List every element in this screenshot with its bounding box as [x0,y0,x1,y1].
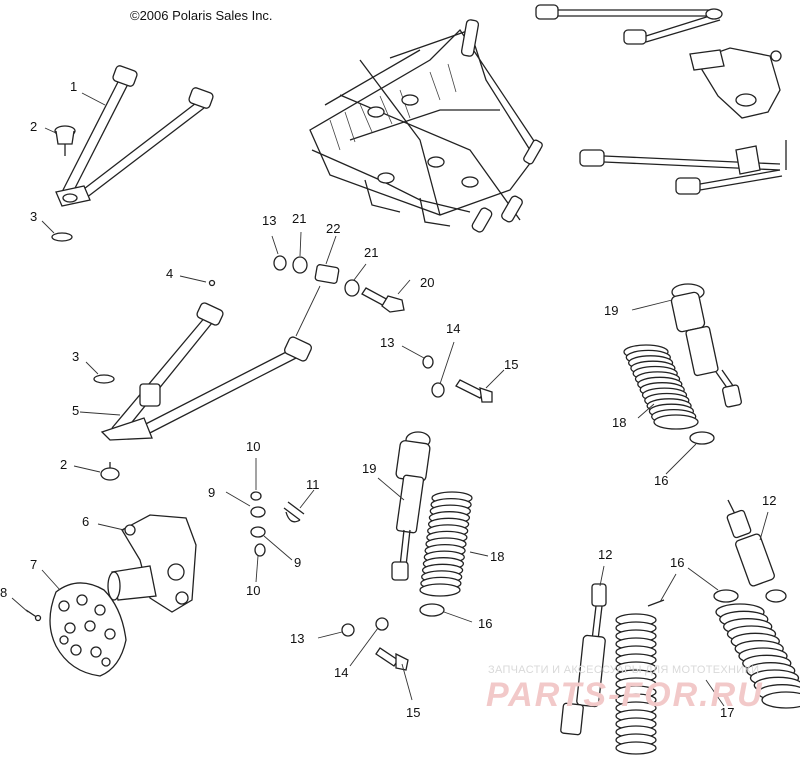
copyright-text: ©2006 Polaris Sales Inc. [130,8,273,23]
front-shock-absorber [391,431,431,581]
callout-15: 15 [504,357,519,372]
rear-coil-spring-right [715,603,800,709]
watermark-caption: ЗАПЧАСТИ И АКСЕССУАРЫ ДЛЯ МОТОТЕХНИКИ [488,664,760,676]
callout-12: 12 [762,493,777,508]
callout-21: 21 [292,211,307,226]
upper-a-arm [55,65,214,207]
spindle-knuckle [107,514,197,613]
spring-retainer-clip [647,599,665,607]
bushing-13c [341,623,355,637]
callout-16c: 16 [670,555,685,570]
callout-10: 10 [246,439,261,454]
frame-assembly [309,19,543,233]
callout-13c: 13 [290,631,305,646]
spring-coil [419,583,461,597]
spring-seat-16b [689,431,715,445]
rear-lower-arm [579,140,787,195]
callout-17: 17 [720,705,735,720]
callout-14b: 14 [334,665,349,680]
callout-11: 11 [306,477,320,492]
callout-15b: 15 [406,705,421,720]
callout-21b: 21 [364,245,379,260]
rear-coil-spring-upper [623,344,699,430]
rear-coil-spring-lower [615,613,657,755]
callout-14: 14 [446,321,461,336]
bolt-15b [375,647,409,671]
watermark-logo: PARTS-FOR.RU [486,676,764,714]
callout-7: 7 [30,557,38,572]
grease-fitting [208,279,216,287]
callout-18b: 18 [612,415,627,430]
spring-seat-16a [419,603,445,617]
callout-22: 22 [326,221,341,236]
retaining-ring-upper [51,232,73,242]
callout-10b: 10 [246,583,261,598]
callout-9: 9 [208,485,216,500]
spring-coil [615,741,657,755]
callout-6: 6 [82,514,90,529]
callout-19: 19 [362,461,377,476]
bolt-15a [455,379,493,403]
rear-knuckle [689,47,782,119]
rear-shock-absorber-right [726,499,787,603]
callout-2b: 2 [60,457,68,472]
rear-shock-absorber-center [560,583,607,736]
callout-3: 3 [30,209,38,224]
callout-2: 2 [30,119,38,134]
sleeve-14b [375,617,389,631]
lower-a-arm [100,302,313,441]
callout-16b: 16 [654,473,669,488]
hardware-group [250,491,305,557]
leader-lines [11,92,769,707]
sleeve-14a [431,382,445,398]
ball-joint-upper [54,125,76,156]
callout-13b: 13 [380,335,395,350]
callout-9b: 9 [294,555,302,570]
rear-shock-absorber-upper [670,283,742,408]
ball-joint-lower [100,462,120,481]
callout-8: 8 [0,585,8,600]
pivot-bushing-stack [273,255,405,313]
callout-5: 5 [72,403,80,418]
bushing-13b [422,355,434,369]
brake-disc [49,582,127,677]
spring-seat-16c [713,589,739,603]
spring-coil [653,414,699,430]
front-coil-spring [419,491,473,597]
spring-coil [761,691,800,709]
disc-bolt [25,609,42,622]
callout-1: 1 [70,79,78,94]
retaining-ring-lower [93,374,115,384]
callout-13: 13 [262,213,277,228]
callout-16: 16 [478,616,493,631]
callout-19b: 19 [604,303,619,318]
callout-4: 4 [166,266,174,281]
rear-upper-arm [535,4,723,45]
callout-20: 20 [420,275,435,290]
callout-12b: 12 [598,547,613,562]
callout-3b: 3 [72,349,80,364]
callout-18: 18 [490,549,505,564]
